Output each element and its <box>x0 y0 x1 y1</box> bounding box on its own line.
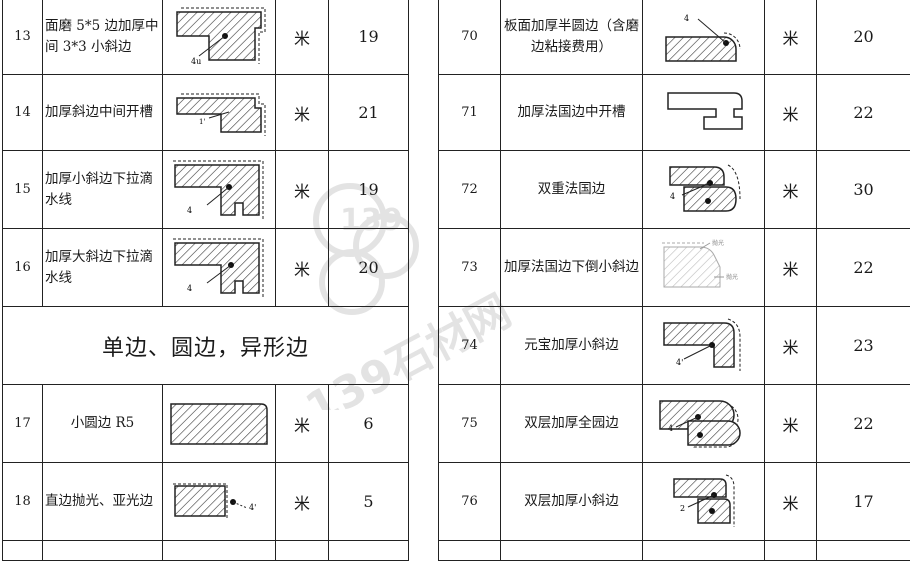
price: 19 <box>329 151 409 229</box>
row-number: 74 <box>439 307 501 385</box>
row-number: 72 <box>439 151 501 229</box>
edge-name: 双层加厚全园边 <box>501 385 643 463</box>
svg-text:4: 4 <box>668 424 673 433</box>
unit: 米 <box>765 151 817 229</box>
edge-name: 双重法国边 <box>501 151 643 229</box>
price: 20 <box>329 229 409 307</box>
price: 20 <box>817 0 910 75</box>
unit: 米 <box>765 0 817 75</box>
unit: 米 <box>276 75 329 151</box>
row-number: 14 <box>3 75 43 151</box>
edge-name: 加厚大斜边下拉滴水线 <box>43 229 163 307</box>
table-row: 73 加厚法国边下倒小斜边 抛光 抛光 米 22 <box>439 229 910 307</box>
edge-name: 元宝加厚小斜边 <box>501 307 643 385</box>
unit: 米 <box>765 385 817 463</box>
svg-text:1': 1' <box>199 118 205 126</box>
unit: 米 <box>765 229 817 307</box>
table-row: 18 直边抛光、亚光边 4' 米 5 <box>3 463 409 541</box>
table-row: 72 双重法国边 4 米 30 <box>439 151 910 229</box>
unit: 米 <box>276 229 329 307</box>
table-row: 15 加厚小斜边下拉滴水线 4 米 19 <box>3 151 409 229</box>
price: 22 <box>817 385 910 463</box>
section-header-row: 单边、圆边，异形边 <box>3 307 409 385</box>
table-row: 70 板面加厚半圆边（含磨边粘接费用） 4 米 20 <box>439 0 910 75</box>
edge-name: 加厚斜边中间开槽 <box>43 75 163 151</box>
table-row: 74 元宝加厚小斜边 4' 米 23 <box>439 307 910 385</box>
edge-profile-image <box>163 385 276 463</box>
edge-name: 加厚法国边下倒小斜边 <box>501 229 643 307</box>
unit: 米 <box>276 385 329 463</box>
row-number: 17 <box>3 385 43 463</box>
unit: 米 <box>765 307 817 385</box>
edge-profile-image: 4 <box>643 0 765 75</box>
svg-text:抛光: 抛光 <box>712 239 724 247</box>
table-row: 71 加厚法国边中开槽 米 22 <box>439 75 910 151</box>
svg-text:4: 4 <box>684 14 689 23</box>
row-number: 18 <box>3 463 43 541</box>
price: 23 <box>817 307 910 385</box>
svg-text:4u: 4u <box>191 57 201 66</box>
edge-name: 双层加厚小斜边 <box>501 463 643 541</box>
svg-text:4: 4 <box>670 192 675 201</box>
table-row: 14 加厚斜边中间开槽 1' 米 21 <box>3 75 409 151</box>
edge-profile-image <box>643 75 765 151</box>
edge-name: 小圆边 R5 <box>43 385 163 463</box>
edge-profile-image: 1' <box>163 75 276 151</box>
table-row: 76 双层加厚小斜边 2 米 17 <box>439 463 910 541</box>
svg-text:4: 4 <box>187 206 192 215</box>
row-number: 75 <box>439 385 501 463</box>
left-price-table: 13 面磨 5*5 边加厚中间 3*3 小斜边 4u 米 19 14 加厚斜边中… <box>2 0 409 561</box>
section-header: 单边、圆边，异形边 <box>3 307 409 385</box>
svg-text:4': 4' <box>676 358 683 367</box>
price: 21 <box>329 75 409 151</box>
table-row-partial <box>439 541 910 561</box>
edge-profile-image: 2 <box>643 463 765 541</box>
table-row-partial <box>3 541 409 561</box>
edge-name: 加厚小斜边下拉滴水线 <box>43 151 163 229</box>
table-row: 75 双层加厚全园边 4 米 22 <box>439 385 910 463</box>
price: 17 <box>817 463 910 541</box>
edge-profile-image: 4 <box>163 151 276 229</box>
row-number: 71 <box>439 75 501 151</box>
edge-profile-image: 4 <box>643 385 765 463</box>
unit: 米 <box>276 151 329 229</box>
row-number: 13 <box>3 0 43 75</box>
price: 19 <box>329 0 409 75</box>
row-number: 73 <box>439 229 501 307</box>
svg-text:抛光: 抛光 <box>726 273 738 281</box>
edge-name: 加厚法国边中开槽 <box>501 75 643 151</box>
svg-text:2: 2 <box>680 504 685 513</box>
edge-profile-image: 4 <box>643 151 765 229</box>
price: 30 <box>817 151 910 229</box>
row-number: 15 <box>3 151 43 229</box>
edge-name: 面磨 5*5 边加厚中间 3*3 小斜边 <box>43 0 163 75</box>
edge-profile-image: 抛光 抛光 <box>643 229 765 307</box>
price: 6 <box>329 385 409 463</box>
right-price-table: 70 板面加厚半圆边（含磨边粘接费用） 4 米 20 71 加厚法国边中开槽 米… <box>438 0 910 561</box>
svg-text:4': 4' <box>249 503 256 512</box>
table-row: 13 面磨 5*5 边加厚中间 3*3 小斜边 4u 米 19 <box>3 0 409 75</box>
table-row: 17 小圆边 R5 米 6 <box>3 385 409 463</box>
row-number: 16 <box>3 229 43 307</box>
table-row: 16 加厚大斜边下拉滴水线 4 米 20 <box>3 229 409 307</box>
unit: 米 <box>765 463 817 541</box>
edge-profile-image: 4 <box>163 229 276 307</box>
row-number: 76 <box>439 463 501 541</box>
unit: 米 <box>276 0 329 75</box>
edge-profile-image: 4' <box>643 307 765 385</box>
edge-name: 板面加厚半圆边（含磨边粘接费用） <box>501 0 643 75</box>
row-number: 70 <box>439 0 501 75</box>
price: 5 <box>329 463 409 541</box>
unit: 米 <box>765 75 817 151</box>
edge-profile-image: 4' <box>163 463 276 541</box>
edge-profile-image: 4u <box>163 0 276 75</box>
price: 22 <box>817 229 910 307</box>
unit: 米 <box>276 463 329 541</box>
svg-text:4: 4 <box>187 284 192 293</box>
edge-name: 直边抛光、亚光边 <box>43 463 163 541</box>
price: 22 <box>817 75 910 151</box>
